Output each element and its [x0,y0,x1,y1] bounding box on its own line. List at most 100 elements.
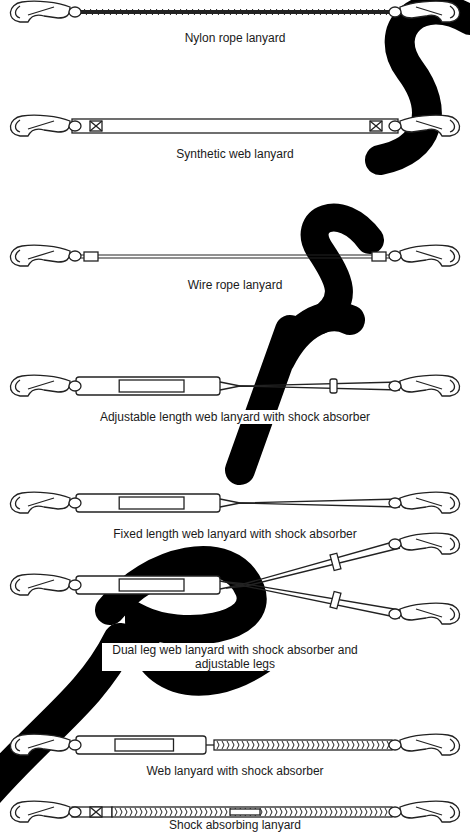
hook-body [400,492,460,513]
rope-twist [356,9,361,15]
elastic-ripple [125,808,127,816]
elastic-ripple [327,741,329,749]
elastic-sleeve [214,740,392,750]
hook-gate [416,7,442,15]
rope-twist [332,9,337,15]
elastic-ripple [347,741,349,749]
rope-twist [320,9,325,15]
snap-hook [389,1,460,22]
elastic-ripple [287,741,289,749]
hook-body [400,115,460,136]
rope-twist [200,9,205,15]
snap-hook [10,115,81,136]
rope-twist [242,9,247,15]
snap-hook [389,734,460,755]
snap-hook [10,734,81,755]
hook-body [10,1,70,22]
elastic-ripple [195,808,197,816]
hook-body [400,603,460,624]
rope-twist [110,9,115,15]
elastic-ripple [382,741,384,749]
watermark-stroke [315,218,370,320]
web-leg [226,582,400,610]
elastic-ripple [175,808,177,816]
elastic-ripple [375,808,377,816]
pack-label [119,497,184,509]
elastic-ripple [372,741,374,749]
web-strap [72,119,398,133]
pack-label [115,739,174,751]
rope-twist [284,9,289,15]
elastic-sleeve [112,807,392,817]
rope-twist [374,9,379,15]
hook-eye [69,580,81,590]
elastic-ripple [170,808,172,816]
watermark-stroke [240,316,350,470]
elastic-ripple [190,808,192,816]
elastic-ripple [220,808,222,816]
snap-hook [10,1,81,22]
elastic-ripple [180,808,182,816]
elastic-ripple [357,741,359,749]
web-leg [220,540,400,585]
stitch-box [370,121,382,131]
elastic-ripple [120,808,122,816]
hook-body [400,1,460,22]
hook-body [10,734,70,755]
rope-twist [290,9,295,15]
wire-ferrule [372,252,386,261]
hook-gate [28,7,54,15]
rope-twist [104,9,109,15]
elastic-ripple [237,741,239,749]
elastic-ripple [285,808,287,816]
hook-body [10,492,70,513]
hook-latch [450,739,455,751]
elastic-ripple [160,808,162,816]
elastic-ripple [302,741,304,749]
hook-gate [28,807,54,815]
hook-latch [450,497,455,509]
hook-latch [450,380,455,392]
elastic-ripple [265,808,267,816]
web-strap [206,744,214,745]
caption-label: Shock absorbing lanyard [167,818,303,832]
hook-eye [69,7,81,17]
elastic-ripple [185,808,187,816]
rope-twist [212,9,217,15]
stitch-line [370,121,382,131]
rope-twist [170,9,175,15]
elastic-ripple [262,741,264,749]
snap-hook [389,492,460,513]
hook-latch [450,538,455,550]
hook-eye [69,740,81,750]
elastic-ripple [312,741,314,749]
stitch-line [90,807,102,817]
rope-twist [254,9,259,15]
caption-label: Dual leg web lanyard with shock absorber… [102,643,368,671]
elastic-ripple [335,808,337,816]
hook-eye [389,740,401,750]
stitch-line [90,807,102,817]
elastic-ripple [130,808,132,816]
hook-eye [389,609,401,619]
hook-latch [450,6,455,18]
hook-gate [416,539,442,547]
snap-hook [10,801,81,822]
hook-gate [28,121,54,129]
caption-label: Synthetic web lanyard [174,147,295,161]
elastic-ripple [380,808,382,816]
caption-label: Web lanyard with shock absorber [144,764,325,778]
hook-eye [389,7,401,17]
rope-twist [182,9,187,15]
hook-body [10,375,70,396]
rope-twist [302,9,307,15]
elastic-ripple [227,741,229,749]
rope-twist [260,9,265,15]
rope-twist [176,9,181,15]
rope-twist [278,9,283,15]
adjuster-buckle [330,553,341,570]
hook-eye [389,498,401,508]
caption-label: Wire rope lanyard [186,278,285,292]
rope-twist [116,9,121,15]
